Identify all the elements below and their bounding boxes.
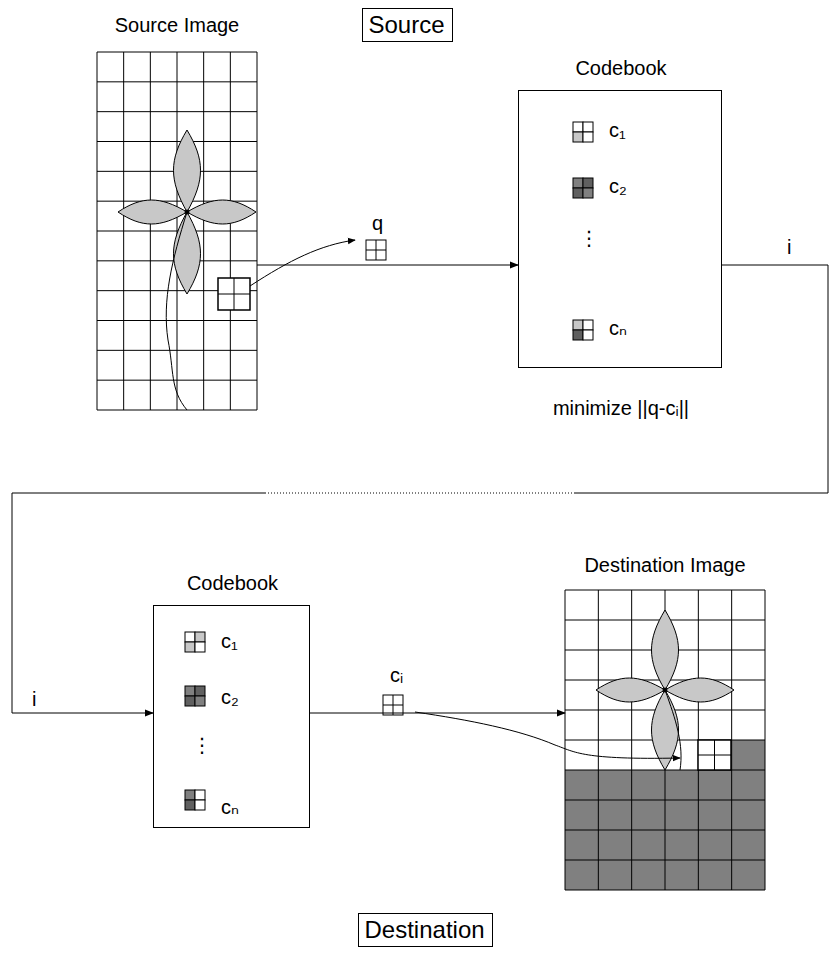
heading: Destination Image <box>584 554 745 577</box>
codeword-icons <box>185 632 205 810</box>
node-text: cₙ <box>221 796 239 819</box>
image-region: Destination Image <box>565 590 765 890</box>
node-text: Source <box>369 11 445 39</box>
line-label: i <box>30 688 38 710</box>
box: Codebookc₁c₂⋮cₙ <box>153 605 310 828</box>
node-text: cₙ <box>609 317 627 340</box>
edge-label: q <box>370 212 385 234</box>
destination-flower <box>596 610 734 770</box>
node-text: c₂ <box>609 175 627 198</box>
caption-text: minimize ||q-cᵢ|| <box>553 397 689 420</box>
edge-label: i <box>785 236 793 258</box>
box: Destination <box>358 913 493 947</box>
query-block <box>218 278 250 310</box>
heading: Codebook <box>187 572 278 595</box>
block-icon <box>383 695 403 715</box>
block-icon <box>366 240 386 260</box>
leader-curve <box>250 240 355 286</box>
destination-grid <box>565 590 765 890</box>
image-region: Source Image <box>97 52 257 410</box>
heading: Codebook <box>575 57 666 80</box>
node-text: ⋮ <box>579 227 599 250</box>
node-text: ⋮ <box>192 734 212 757</box>
connector <box>257 265 518 266</box>
node-text: Destination <box>365 916 485 944</box>
heading: Source Image <box>115 14 240 37</box>
node-text: c₁ <box>609 119 626 142</box>
connector <box>12 265 828 713</box>
box: Codebookc₁c₂⋮cₙminimize ||q-cᵢ|| <box>518 90 722 368</box>
node-text: c₂ <box>221 686 239 709</box>
source-flower <box>118 130 256 410</box>
placed-block <box>698 740 731 770</box>
edge-label: cᵢ <box>388 664 405 686</box>
box: Source <box>362 8 453 42</box>
node-text: c₁ <box>221 630 238 653</box>
source-grid <box>97 52 257 410</box>
leader-curve <box>415 712 680 758</box>
connector <box>310 713 565 714</box>
